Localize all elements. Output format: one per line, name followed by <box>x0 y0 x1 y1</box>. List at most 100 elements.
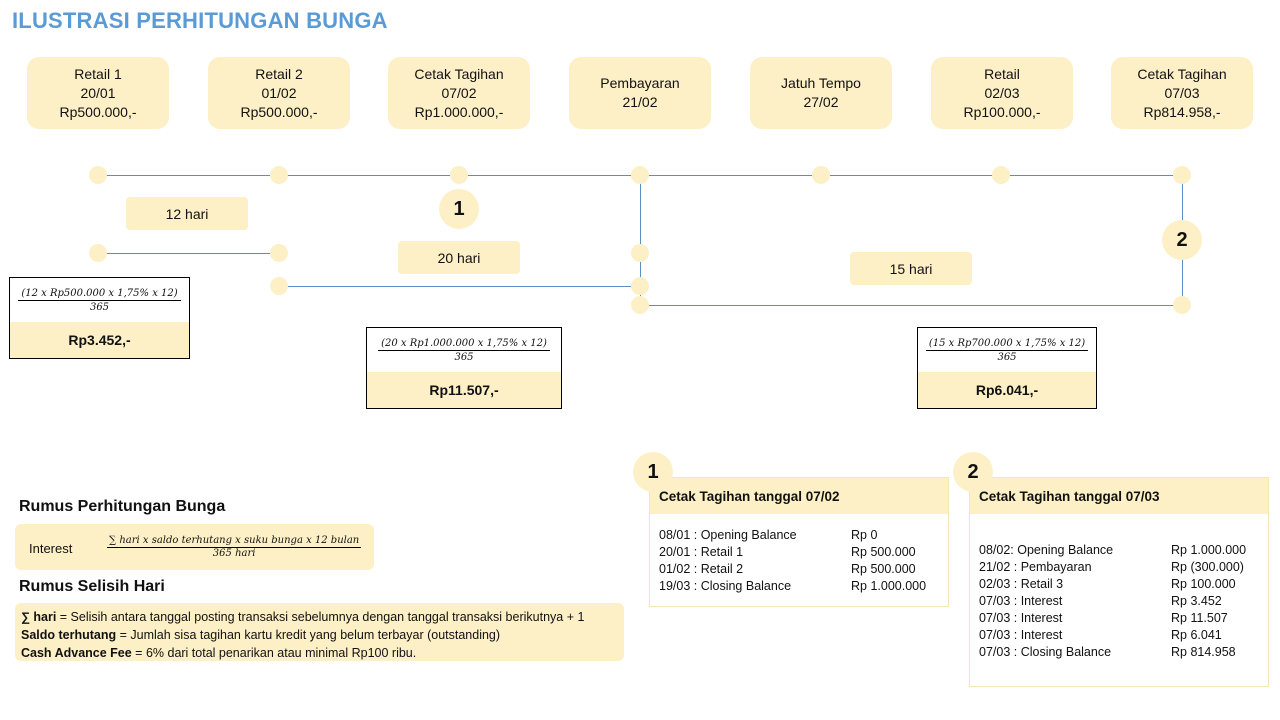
statement-row-label: 02/03 : Retail 3 <box>979 577 1064 591</box>
event-cetak-tagihan-2: Cetak Tagihan 07/03 Rp814.958,- <box>1111 57 1253 129</box>
statement-row-value: Rp 1.000.000 <box>1171 543 1247 557</box>
timeline-dot <box>270 277 288 295</box>
statement-row-label: 08/01 : Opening Balance <box>659 528 797 542</box>
definition-term: Cash Advance Fee <box>21 646 132 660</box>
definition-text: = 6% dari total penarikan atau minimal R… <box>131 646 417 660</box>
statement-row-value: Rp 1.000.000 <box>851 579 927 593</box>
statement-row-label: 07/03 : Interest <box>979 628 1063 642</box>
timeline-dot <box>89 166 107 184</box>
day-formula-heading: Rumus Selisih Hari <box>19 578 165 595</box>
timeline-dot <box>270 244 288 262</box>
statement-panel-2: Cetak Tagihan tanggal 07/03 08/02: Openi… <box>969 477 1269 687</box>
calc-numerator: (20 x Rp1.000.000 x 1,75% x 12) <box>378 338 550 351</box>
interest-numerator: ∑ hari x saldo terhutang x suku bunga x … <box>107 535 362 548</box>
statement-row-label: 08/02: Opening Balance <box>979 543 1114 557</box>
event-retail-3: Retail 02/03 Rp100.000,- <box>931 57 1073 129</box>
definition-row: Cash Advance Fee = 6% dari total penarik… <box>21 644 618 662</box>
statement-title: Cetak Tagihan tanggal 07/03 <box>970 478 1268 514</box>
event-date: 07/03 <box>1164 84 1200 101</box>
calc-numerator: (15 x Rp700.000 x 1,75% x 12) <box>925 338 1089 351</box>
timeline-dot <box>631 244 649 262</box>
event-amount: Rp500.000,- <box>59 103 137 120</box>
definition-term: ∑ hari <box>21 610 57 624</box>
marker-1: 1 <box>439 189 479 229</box>
event-date: 27/02 <box>803 94 839 110</box>
timeline-dot <box>631 296 649 314</box>
statement-title: Cetak Tagihan tanggal 07/02 <box>650 478 948 514</box>
definition-term: Saldo terhutang <box>21 628 117 642</box>
timeline-dot <box>1173 296 1191 314</box>
event-date: 21/02 <box>622 94 658 110</box>
event-label: Jatuh Tempo <box>781 75 861 91</box>
event-date: 01/02 <box>261 84 297 101</box>
marker-2: 2 <box>1162 220 1202 260</box>
period-line-20 <box>279 286 640 287</box>
statement-row-value: Rp (300.000) <box>1171 560 1244 574</box>
calc-box-20-hari: (20 x Rp1.000.000 x 1,75% x 12) 365 Rp11… <box>366 327 562 409</box>
calc-result: Rp6.041,- <box>918 372 1096 408</box>
statement-row-label: 21/02 : Pembayaran <box>979 560 1092 574</box>
timeline-dot <box>812 166 830 184</box>
calc-denominator: 365 <box>997 351 1017 363</box>
interest-denominator: 365 hari <box>212 548 256 559</box>
calc-denominator: 365 <box>89 301 110 313</box>
statement-panel-1: Cetak Tagihan tanggal 07/02 08/01 : Open… <box>649 477 949 607</box>
period-label-15-hari: 15 hari <box>850 252 972 285</box>
timeline-dot <box>1173 166 1191 184</box>
definition-row: Saldo terhutang = Jumlah sisa tagihan ka… <box>21 626 618 644</box>
period-label-20-hari: 20 hari <box>398 241 520 274</box>
timeline-dot <box>631 166 649 184</box>
statement-row-value: Rp 100.000 <box>1171 577 1236 591</box>
statement-row-label: 07/03 : Interest <box>979 594 1063 608</box>
event-label: Cetak Tagihan <box>1137 65 1227 82</box>
event-retail-1: Retail 1 20/01 Rp500.000,- <box>27 57 169 129</box>
page-title: ILUSTRASI PERHITUNGAN BUNGA <box>12 8 388 33</box>
definition-row: ∑ hari = Selisih antara tanggal posting … <box>21 608 618 626</box>
statement-row-value: Rp 500.000 <box>851 545 916 559</box>
statement-row-value: Rp 11.507 <box>1171 611 1228 625</box>
payment-vertical-line <box>640 175 641 305</box>
event-date: 02/03 <box>984 84 1020 101</box>
event-jatuh-tempo: Jatuh Tempo 27/02 <box>750 57 892 129</box>
period-line-15 <box>640 305 1183 306</box>
event-amount: Rp500.000,- <box>240 103 318 120</box>
timeline-dot <box>992 166 1010 184</box>
statement-row-label: 07/03 : Interest <box>979 611 1063 625</box>
calc-fraction: (12 x Rp500.000 x 1,75% x 12) 365 <box>10 278 189 322</box>
statement-row-value: Rp 3.452 <box>1171 594 1222 608</box>
timeline-dot <box>631 277 649 295</box>
event-label: Pembayaran <box>600 75 680 91</box>
definition-text: = Jumlah sisa tagihan kartu kredit yang … <box>116 628 501 642</box>
event-label: Cetak Tagihan <box>414 65 504 82</box>
calc-numerator: (12 x Rp500.000 x 1,75% x 12) <box>18 288 181 301</box>
statement-row-value: Rp 814.958 <box>1171 645 1236 659</box>
event-amount: Rp1.000.000,- <box>414 103 504 120</box>
calc-box-15-hari: (15 x Rp700.000 x 1,75% x 12) 365 Rp6.04… <box>917 327 1097 409</box>
period-label-12-hari: 12 hari <box>126 197 248 230</box>
event-label: Retail 1 <box>74 65 122 82</box>
statement-row-value: Rp 0 <box>851 528 878 542</box>
period-line-12 <box>98 253 279 254</box>
event-pembayaran: Pembayaran 21/02 <box>569 57 711 129</box>
calc-fraction: (20 x Rp1.000.000 x 1,75% x 12) 365 <box>367 328 561 372</box>
calc-denominator: 365 <box>454 351 474 363</box>
interest-formula-heading: Rumus Perhitungan Bunga <box>19 498 226 515</box>
calc-fraction: (15 x Rp700.000 x 1,75% x 12) 365 <box>918 328 1096 372</box>
calc-result: Rp3.452,- <box>10 322 189 358</box>
interest-label: Interest <box>29 541 73 556</box>
statement-row-value: Rp 6.041 <box>1171 628 1222 642</box>
event-date: 07/02 <box>441 84 477 101</box>
statement-row-label: 19/03 : Closing Balance <box>659 579 792 593</box>
statement-row-label: 01/02 : Retail 2 <box>659 562 744 576</box>
statement-row-label: 07/03 : Closing Balance <box>979 645 1112 659</box>
statement-row-label: 20/01 : Retail 1 <box>659 545 744 559</box>
event-label: Retail 2 <box>255 65 303 82</box>
event-amount: Rp814.958,- <box>1143 103 1221 120</box>
statement-marker-1: 1 <box>633 452 673 492</box>
event-label: Retail <box>984 65 1020 82</box>
calc-result: Rp11.507,- <box>367 372 561 408</box>
statement-marker-2: 2 <box>953 452 993 492</box>
calc-box-12-hari: (12 x Rp500.000 x 1,75% x 12) 365 Rp3.45… <box>9 277 190 359</box>
timeline-dot <box>270 166 288 184</box>
interest-fraction: ∑ hari x saldo terhutang x suku bunga x … <box>107 535 362 559</box>
